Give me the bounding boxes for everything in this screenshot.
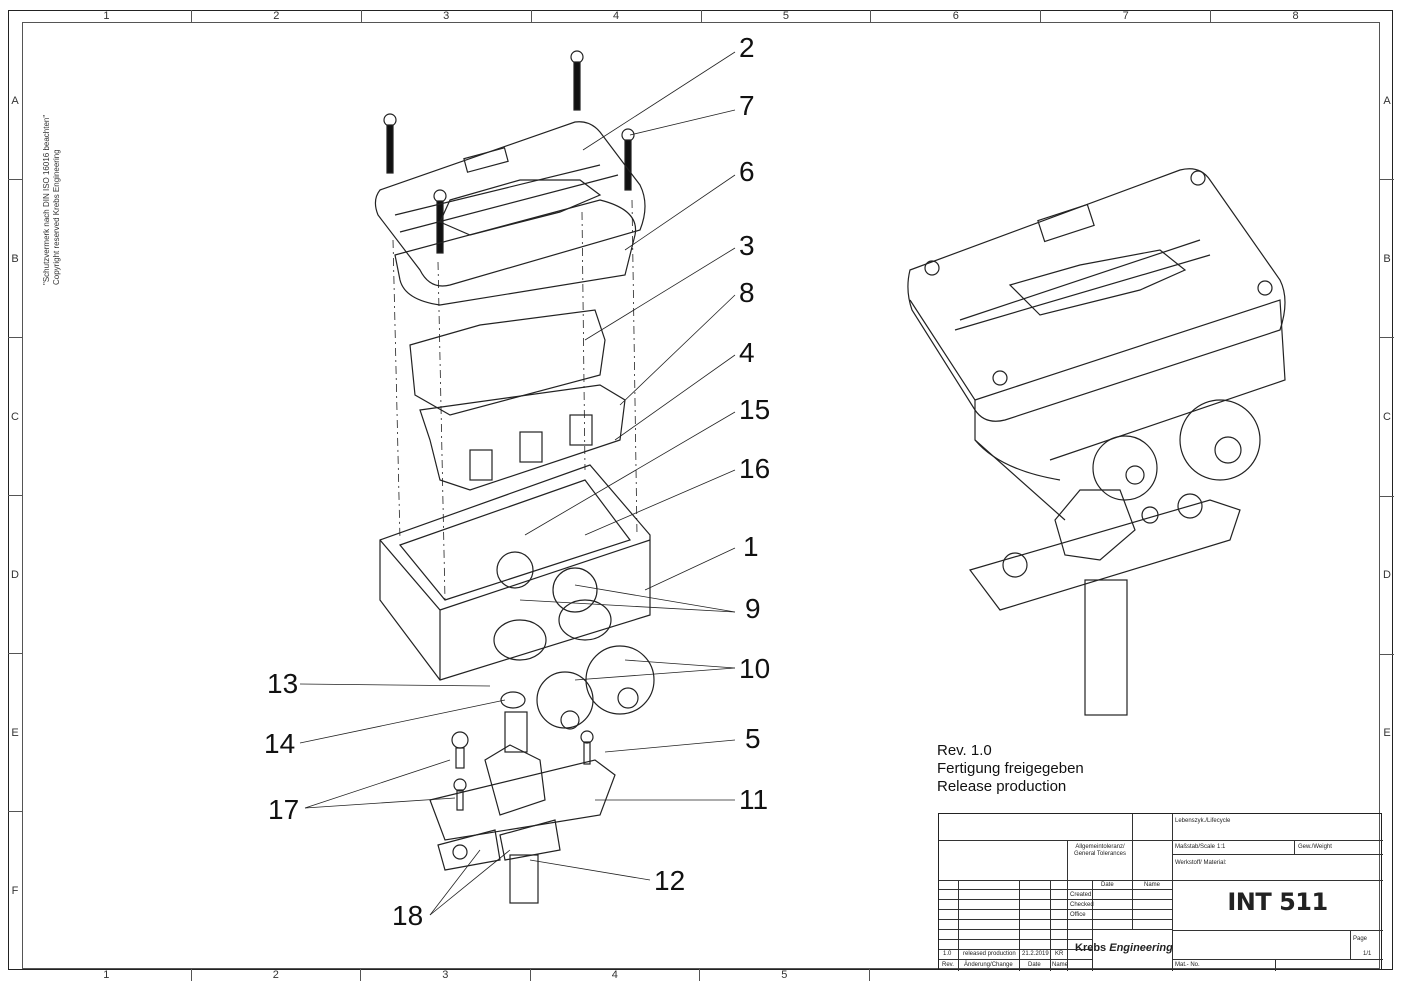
mounting-bracket (429, 759, 616, 841)
zone-col: 3 (360, 10, 531, 22)
lifecycle-label: Lebenszyk./Lifecycle (1175, 818, 1231, 824)
revision-row-rev: 1.0 (943, 951, 952, 957)
housing-lid (374, 121, 646, 287)
company-name-part2: Engineering (1109, 942, 1173, 954)
revision-note: Rev. 1.0 Fertigung freigegeben Release p… (937, 742, 1084, 796)
clamp-plate (437, 829, 501, 871)
zone-columns-top: 1 2 3 4 5 6 7 8 (22, 10, 1380, 23)
balloon-17: 17 (268, 794, 300, 825)
page-value: 1/1 (1363, 951, 1372, 957)
gasket (394, 199, 637, 306)
screw-icon (453, 778, 467, 811)
zone-row: D (1380, 495, 1394, 654)
zone-row: C (1380, 337, 1394, 495)
zone-col: 4 (530, 10, 701, 22)
material-label: Werkstoff/ Material: (1175, 860, 1227, 866)
zone-columns-bottom: 1 2 3 4 5 (22, 969, 937, 981)
balloon-18: 18 (392, 900, 424, 931)
page-label: Page (1353, 936, 1368, 942)
balloon-1: 1 (743, 531, 759, 562)
date-header: Date (1101, 882, 1114, 888)
office-label: Office (1070, 912, 1086, 918)
company-name: Krebs Engineering (1075, 942, 1173, 954)
zone-col: 5 (700, 10, 871, 22)
zone-row: D (8, 495, 22, 653)
pcb-board (419, 384, 626, 491)
zone-row: C (8, 337, 22, 495)
balloon-10: 10 (739, 653, 771, 684)
probe-rod (509, 854, 539, 904)
title-block: Allgemeintoleranz/ General Tolerances Le… (938, 813, 1383, 971)
balloon-11: 11 (739, 784, 769, 815)
revision-note-line-1: Rev. 1.0 (937, 742, 992, 759)
cover-plate (409, 309, 606, 416)
created-label: Created (1070, 892, 1092, 898)
zone-row: F (8, 811, 22, 969)
zone-col: 2 (190, 10, 361, 22)
balloon-5: 5 (745, 723, 761, 754)
zone-row: E (8, 653, 22, 811)
zone-row: A (1383, 94, 1391, 107)
screw-icon (451, 731, 469, 769)
zone-row: A (11, 94, 19, 107)
zone-rows-right: A B C D E (1380, 22, 1394, 812)
balloon-8: 8 (739, 277, 755, 308)
scale-label: Maßstab/Scale (1175, 844, 1216, 850)
screw-icon (621, 128, 635, 191)
screw-icon (570, 50, 584, 111)
clamp-plate (499, 819, 561, 861)
revision-row-date: 21.2.2019 (1022, 951, 1049, 957)
screw-icon (580, 730, 594, 765)
mat-no-label: Mat.- No. (1175, 962, 1200, 968)
drawing-title: INT 511 (1227, 888, 1328, 916)
zone-col: 5 (699, 969, 869, 981)
revision-row-change: released production (963, 951, 1016, 957)
zone-col: 3 (360, 969, 530, 981)
revision-header-change: Änderung/Change (964, 962, 1013, 968)
revision-note-line-2: Fertigung freigegeben (937, 760, 1084, 777)
zone-col: 6 (870, 10, 1040, 22)
balloon-6: 6 (739, 156, 755, 187)
housing-base (379, 464, 651, 681)
balloon-12: 12 (654, 865, 686, 896)
checked-label: Checked (1070, 902, 1094, 908)
revision-note-line-3: Release production (937, 778, 1067, 795)
zone-row: B (8, 179, 22, 337)
scale-value: 1:1 (1217, 844, 1226, 850)
cable-gland (1179, 399, 1261, 481)
balloon-2: 2 (739, 32, 755, 63)
zone-col-partial (868, 969, 937, 981)
assembled-view (907, 168, 1286, 716)
balloon-14: 14 (264, 728, 296, 759)
weight-label: Gew./Weight (1298, 844, 1332, 850)
balloon-4: 4 (739, 337, 755, 368)
zone-col: 1 (103, 10, 110, 22)
cable-gland (585, 645, 655, 715)
revision-row-name: KR (1055, 951, 1064, 957)
zone-col: 7 (1040, 10, 1210, 22)
zone-col: 8 (1210, 10, 1380, 22)
balloon-7: 7 (739, 90, 755, 121)
revision-header-name: Name (1052, 962, 1069, 968)
company-name-part1: Krebs (1075, 942, 1107, 954)
name-header: Name (1144, 882, 1161, 888)
cable-gland (536, 671, 594, 730)
balloon-9: 9 (745, 593, 761, 624)
zone-col: 1 (103, 969, 110, 981)
balloon-15: 15 (739, 394, 771, 425)
cable-gland (1092, 435, 1158, 501)
zone-rows-left: A B C D E F (8, 22, 22, 969)
zone-col: 2 (190, 969, 361, 981)
screw-icon (383, 113, 397, 174)
zone-row: B (1380, 179, 1394, 337)
general-tolerances-label: Allgemeintoleranz/ General Tolerances (1074, 844, 1126, 857)
balloon-13: 13 (267, 668, 299, 699)
balloon-16: 16 (739, 453, 771, 484)
zone-col: 4 (529, 969, 700, 981)
revision-header-rev: Rev. (942, 962, 954, 968)
balloon-3: 3 (739, 230, 755, 261)
screw-icon (433, 189, 447, 254)
revision-header-date: Date (1028, 962, 1041, 968)
zone-row: E (1380, 653, 1394, 812)
